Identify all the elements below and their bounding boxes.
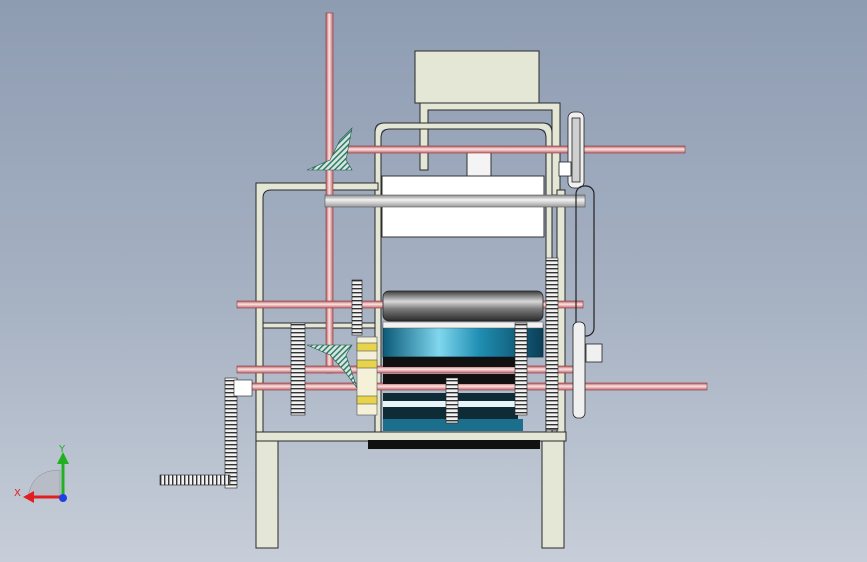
bevel-top <box>306 127 353 171</box>
x-axis-label: X <box>14 488 21 499</box>
left-leg <box>255 440 279 549</box>
shaft-bottom <box>236 382 708 391</box>
z-axis-dot <box>59 494 67 502</box>
gear-drum-middle <box>445 377 459 424</box>
main-frame <box>375 123 552 440</box>
bevel-gears <box>306 127 358 389</box>
left-side-frame <box>255 182 379 433</box>
bottom-rail <box>255 431 567 442</box>
y-axis-arrow <box>57 452 69 464</box>
bevel-lower <box>306 344 358 389</box>
crank-gear <box>224 377 238 489</box>
crank-hub <box>233 379 253 397</box>
y-axis-label: Y <box>58 444 66 455</box>
tension-block <box>381 149 545 238</box>
gears <box>159 257 559 489</box>
x-axis-arrow <box>23 491 34 503</box>
yellow-bearing-stack <box>356 336 378 416</box>
pulley-bottom <box>572 321 586 419</box>
vertical-shaft <box>325 12 334 374</box>
gear-drum-right <box>514 322 528 416</box>
triad-plane <box>27 469 61 498</box>
guide-rod <box>324 194 586 208</box>
right-leg <box>541 440 565 549</box>
gear-left-small <box>351 279 363 336</box>
gear-left-stack <box>290 322 306 416</box>
shaft-top <box>339 145 686 154</box>
axis-triad: X Y <box>14 444 69 503</box>
upper-frame-bracket <box>419 102 561 196</box>
belt-upper <box>575 185 595 337</box>
pulleys <box>558 111 603 419</box>
machine-frame <box>255 50 567 549</box>
crank-handle-rack <box>159 474 231 486</box>
main-roller <box>382 290 544 322</box>
top-motor-box <box>414 50 540 104</box>
gear-right-large <box>545 257 559 431</box>
